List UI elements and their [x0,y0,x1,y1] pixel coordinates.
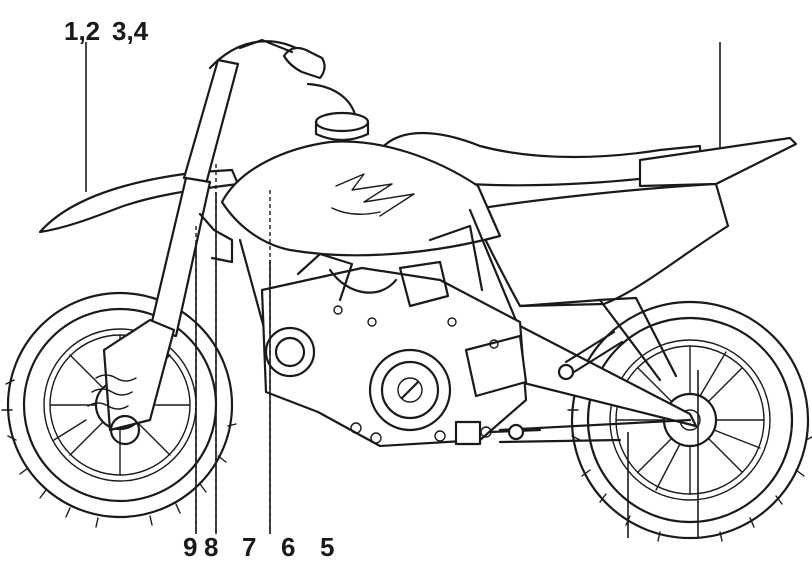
rear-wheel [567,300,812,542]
fuel-cap [314,111,370,142]
rear-shock [557,330,624,381]
label-6: 6 [281,532,295,562]
front-fork [87,58,240,446]
label-8: 8 [204,532,218,562]
fuel-tank [220,140,502,257]
label-1-2: 1,2 [64,16,100,46]
label-3-4: 3,4 [112,16,149,46]
label-7: 7 [242,532,256,562]
label-9: 9 [183,532,197,562]
label-5: 5 [320,532,334,562]
engine [260,224,542,448]
front-brake-lever [198,212,234,264]
side-cover [468,182,730,308]
rear-fender [638,136,798,188]
handlebar [208,38,358,120]
tank-graphic [331,173,415,217]
